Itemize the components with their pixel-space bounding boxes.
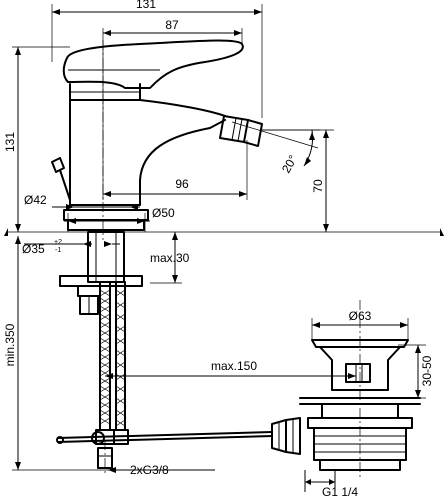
under-deck-assembly — [59, 231, 143, 474]
label-spout-height: 70 — [311, 179, 325, 193]
label-drain-height-range: 30-50 — [420, 355, 434, 386]
label-total-height: 131 — [3, 132, 17, 152]
popup-rod — [56, 417, 301, 455]
label-drain-diameter: Ø63 — [349, 309, 372, 323]
label-base-diameter: Ø42 — [24, 193, 47, 207]
label-handle-reach: 87 — [165, 18, 179, 32]
label-total-width: 131 — [136, 0, 156, 11]
label-flange-diameter: Ø50 — [152, 206, 175, 220]
mixer-body — [51, 39, 263, 240]
label-max-deck-thickness: max.30 — [150, 251, 190, 265]
label-hole-tolerance-upper: +2 — [54, 239, 62, 246]
label-min-hose-length: min.350 — [3, 323, 17, 366]
label-connection-thread: 2xG3/8 — [130, 463, 169, 477]
hose-braid-2 — [115, 289, 126, 427]
label-hole-tolerance-lower: -1 — [55, 247, 61, 254]
dimension-lines — [4, 4, 444, 492]
dimension-labels: 131 87 131 96 70 20° Ø42 Ø50 Ø35 +2 -1 m… — [3, 0, 434, 499]
label-spout-reach: 96 — [175, 177, 189, 191]
drain-assembly — [299, 300, 421, 480]
label-hole-diameter: Ø35 — [22, 242, 45, 256]
label-spout-angle: 20° — [279, 152, 300, 175]
label-drain-thread: G1 1/4 — [322, 485, 358, 499]
label-max-offset: max.150 — [211, 359, 257, 373]
hose-braid — [99, 289, 111, 425]
